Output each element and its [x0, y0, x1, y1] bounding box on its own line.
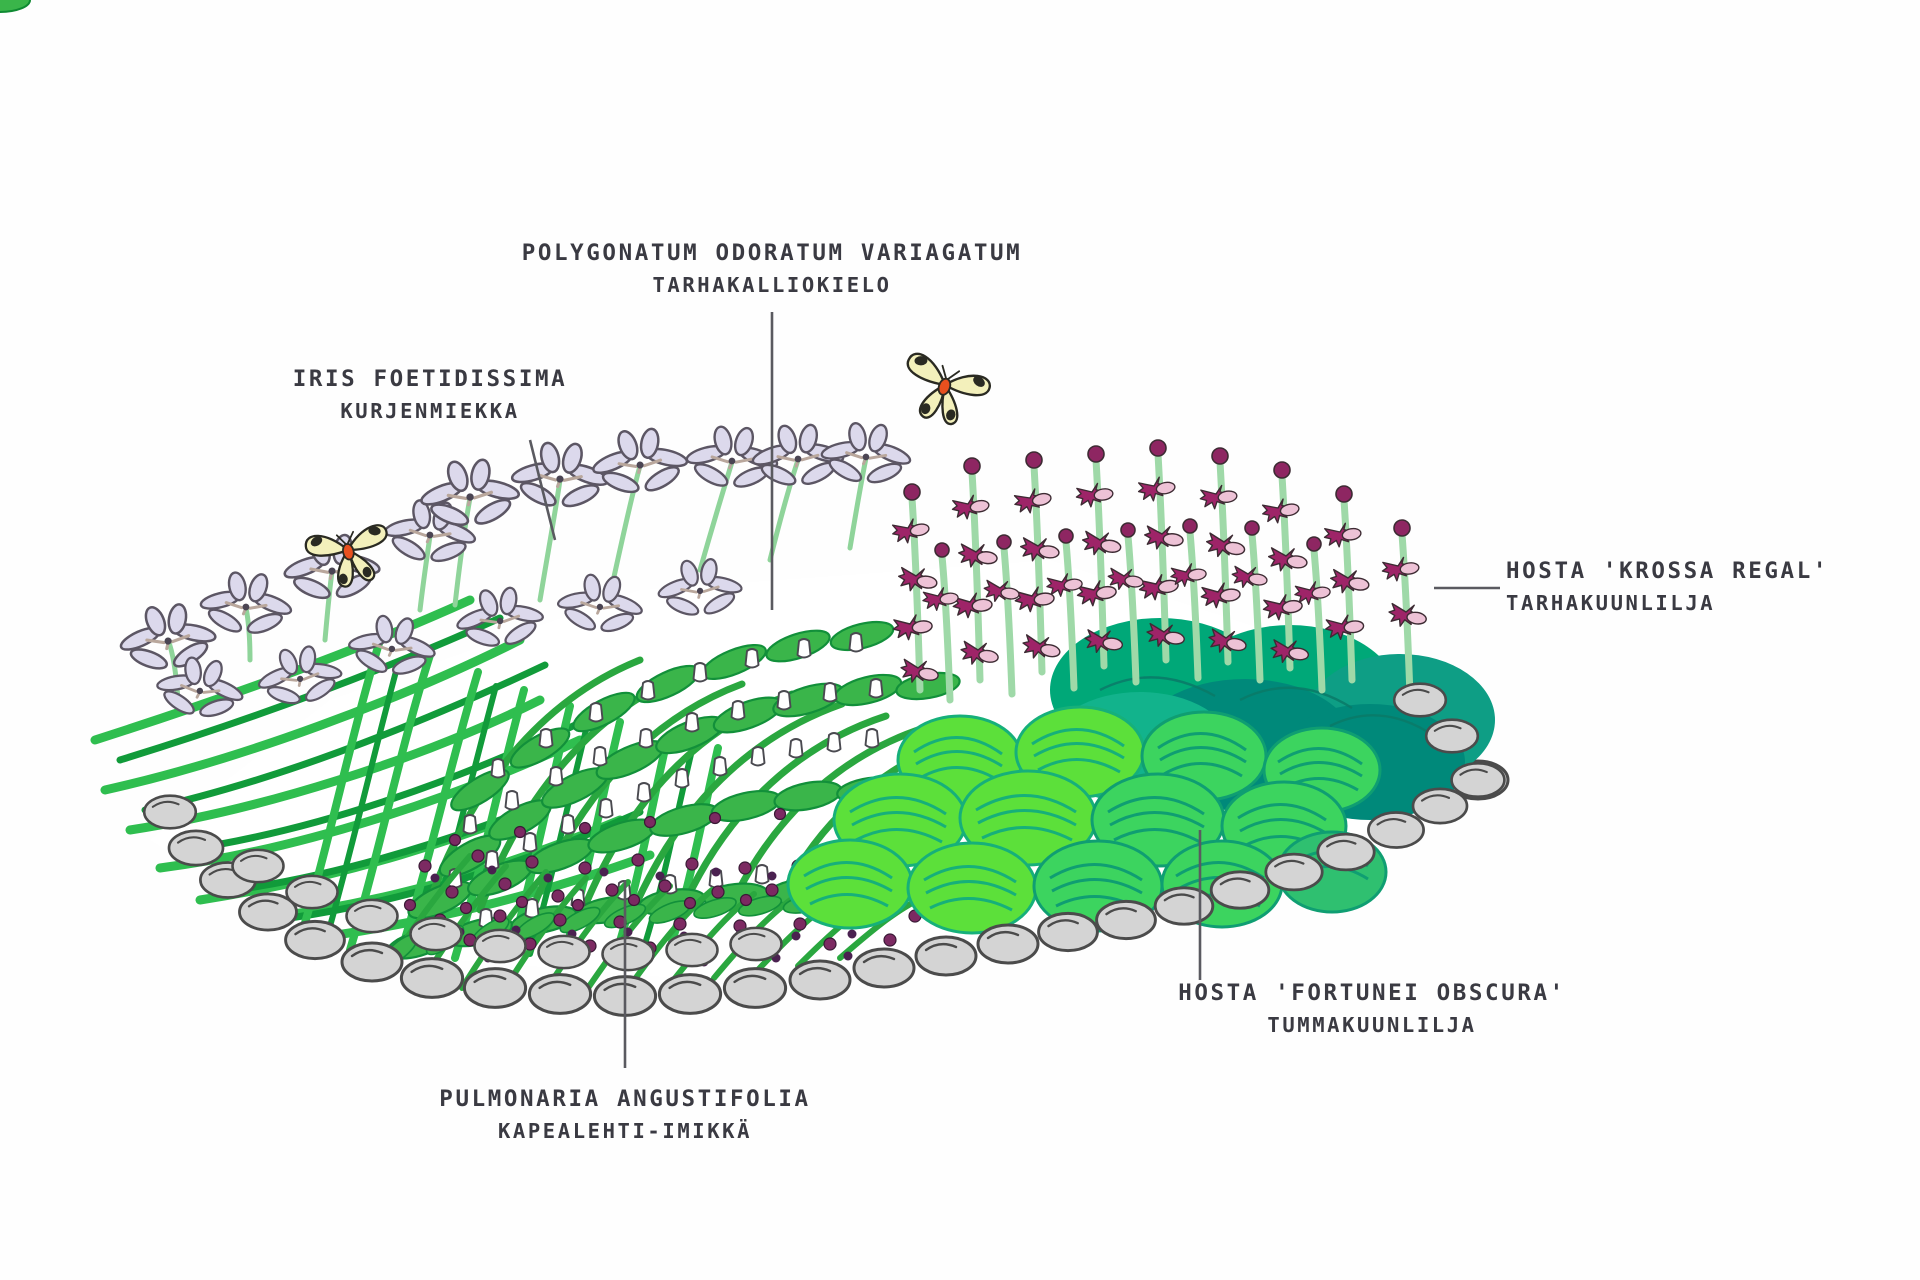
label-iris: IRIS FOETIDISSIMA KURJENMIEKKA — [293, 366, 568, 423]
label-hosta-krossa-regal: HOSTA 'KROSSA REGAL' TARHAKUUNLILJA — [1506, 558, 1829, 615]
label-polygonatum-finnish: TARHAKALLIOKIELO — [652, 273, 892, 297]
leader-iris — [528, 439, 557, 541]
label-iris-finnish: KURJENMIEKKA — [340, 399, 520, 423]
label-polygonatum-latin: POLYGONATUM ODORATUM VARIAGATUM — [521, 240, 1023, 266]
hosta-flower-spikes — [889, 439, 1429, 704]
label-hosta-krossa-latin: HOSTA 'KROSSA REGAL' — [1506, 558, 1830, 584]
label-pulmonaria-latin: PULMONARIA ANGUSTIFOLIA — [439, 1086, 811, 1112]
polygonatum-leaves — [0, 0, 31, 13]
label-pulmonaria-finnish: KAPEALEHTI-IMIKKÄ — [497, 1119, 753, 1143]
label-hosta-fortunei-latin: HOSTA 'FORTUNEI OBSCURA' — [1178, 980, 1566, 1006]
label-hosta-fortunei-finnish: TUMMAKUUNLILJA — [1267, 1013, 1477, 1037]
label-iris-latin: IRIS FOETIDISSIMA — [292, 366, 568, 392]
label-pulmonaria: PULMONARIA ANGUSTIFOLIA KAPEALEHTI-IMIKK… — [439, 1086, 810, 1143]
label-hosta-krossa-finnish: TARHAKUUNLILJA — [1506, 591, 1716, 615]
leader-lines — [528, 312, 1500, 1068]
label-hosta-fortunei-obscura: HOSTA 'FORTUNEI OBSCURA' TUMMAKUUNLILJA — [1178, 980, 1566, 1037]
label-polygonatum: POLYGONATUM ODORATUM VARIAGATUM TARHAKAL… — [522, 240, 1023, 297]
